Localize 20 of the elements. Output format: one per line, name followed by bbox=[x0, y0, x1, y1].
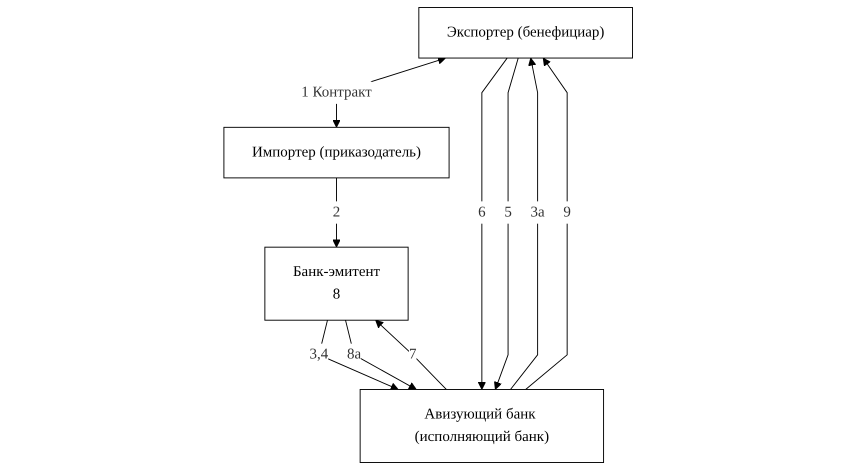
node-box: Банк-эмитент 8 bbox=[264, 246, 408, 321]
arrow bbox=[344, 320, 416, 390]
arrow bbox=[478, 58, 508, 390]
edge-label: 5 bbox=[504, 204, 512, 220]
edge-label: 6 bbox=[478, 204, 486, 220]
arrow bbox=[524, 58, 568, 390]
edge-label: 7 bbox=[408, 346, 416, 362]
edge-label: 3а bbox=[530, 204, 544, 220]
node-box: Импортер (приказодатель) bbox=[223, 126, 450, 178]
node-box: Экспортер (бенефициар) bbox=[418, 7, 633, 59]
arrow bbox=[494, 58, 519, 390]
node-box: Авизующий банк (исполняющий банк) bbox=[359, 389, 604, 463]
edge-label: 1 Контракт bbox=[301, 84, 372, 100]
edge-label: 3,4 bbox=[309, 346, 328, 362]
edge-label: 8а bbox=[346, 346, 361, 362]
arrow bbox=[510, 58, 538, 390]
edge-label: 9 bbox=[563, 204, 571, 220]
arrow bbox=[332, 177, 340, 248]
edge-label: 2 bbox=[332, 204, 340, 220]
arrow bbox=[375, 320, 447, 390]
